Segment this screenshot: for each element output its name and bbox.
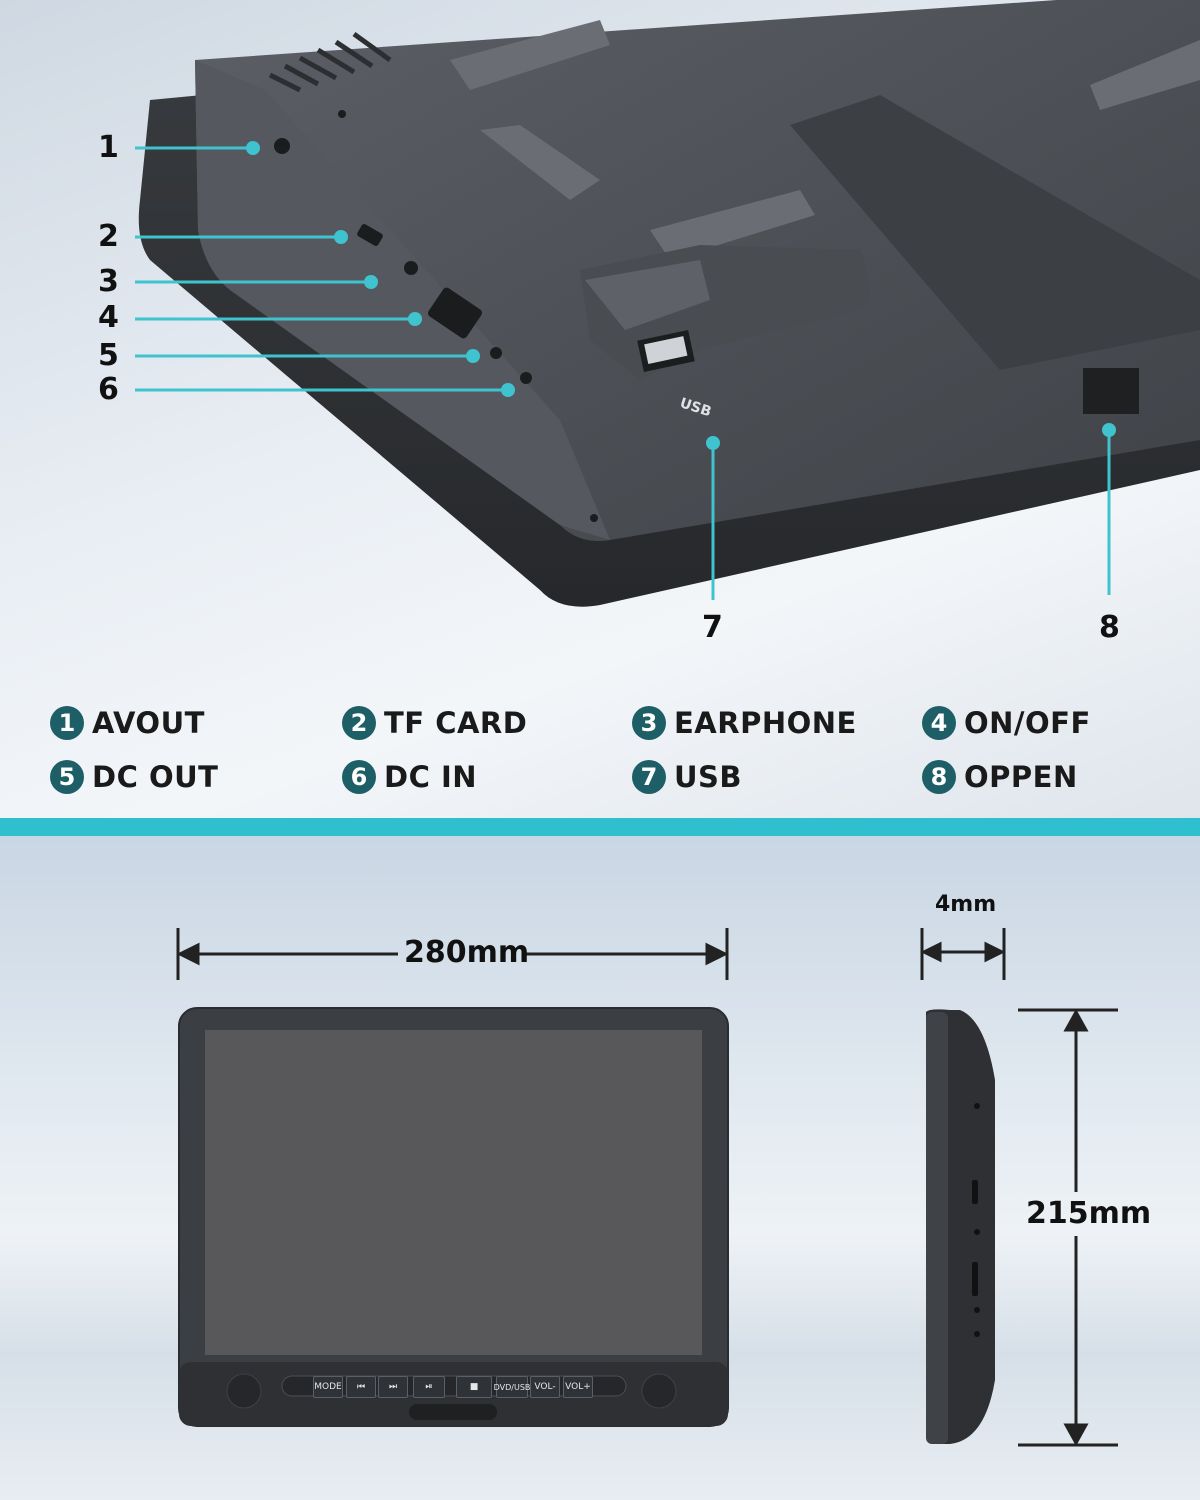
callout-number: 4 xyxy=(98,300,119,335)
dvd-usb-button[interactable]: DVD/USB xyxy=(494,1376,530,1398)
legend-item: 7 USB xyxy=(632,760,742,794)
legend-label: EARPHONE xyxy=(674,706,857,740)
legend-item: 3 EARPHONE xyxy=(632,706,857,740)
legend-badge: 4 xyxy=(922,706,956,740)
legend-label: USB xyxy=(674,760,743,794)
callout-number: 1 xyxy=(98,130,119,165)
legend-label: AVOUT xyxy=(92,706,205,740)
legend-badge: 1 xyxy=(50,706,84,740)
callout-number: 7 xyxy=(702,610,723,645)
callout-number: 8 xyxy=(1099,610,1120,645)
legend-badge: 8 xyxy=(922,760,956,794)
legend-label: TF CARD xyxy=(384,706,528,740)
mode-button[interactable]: MODE xyxy=(313,1376,343,1398)
device-rear-illustration: USB xyxy=(135,0,1200,607)
volume-down-button[interactable]: VOL- xyxy=(530,1376,560,1398)
previous-button[interactable]: ⏮ xyxy=(346,1376,376,1398)
legend-label: OPPEN xyxy=(964,760,1078,794)
legend-item: 8 OPPEN xyxy=(922,760,1078,794)
legend-badge: 7 xyxy=(632,760,666,794)
legend-badge: 3 xyxy=(632,706,666,740)
legend-badge: 2 xyxy=(342,706,376,740)
legend-item: 4 ON/OFF xyxy=(922,706,1091,740)
play-pause-button[interactable]: ⏯ xyxy=(413,1376,445,1398)
legend-label: DC IN xyxy=(384,760,478,794)
next-button[interactable]: ⏭ xyxy=(378,1376,408,1398)
section-divider xyxy=(0,818,1200,836)
legend-label: ON/OFF xyxy=(964,706,1091,740)
legend-item: 1 AVOUT xyxy=(50,706,205,740)
legend-item: 2 TF CARD xyxy=(342,706,527,740)
depth-dimension: 4mm xyxy=(935,892,997,917)
width-dimension: 280mm xyxy=(404,935,530,970)
volume-up-button[interactable]: VOL+ xyxy=(563,1376,593,1398)
stop-button[interactable]: ■ xyxy=(456,1376,492,1398)
legend-item: 6 DC IN xyxy=(342,760,477,794)
callout-number: 6 xyxy=(98,372,119,407)
legend-label: DC OUT xyxy=(92,760,219,794)
ports-panel: USB 1 2 3 4 5 6 xyxy=(0,0,1200,818)
legend-badge: 6 xyxy=(342,760,376,794)
callout-number: 5 xyxy=(98,338,119,373)
callout-number: 3 xyxy=(98,264,119,299)
height-dimension: 215mm xyxy=(1026,1196,1152,1231)
legend-item: 5 DC OUT xyxy=(50,760,218,794)
legend-badge: 5 xyxy=(50,760,84,794)
callout-number: 2 xyxy=(98,219,119,254)
